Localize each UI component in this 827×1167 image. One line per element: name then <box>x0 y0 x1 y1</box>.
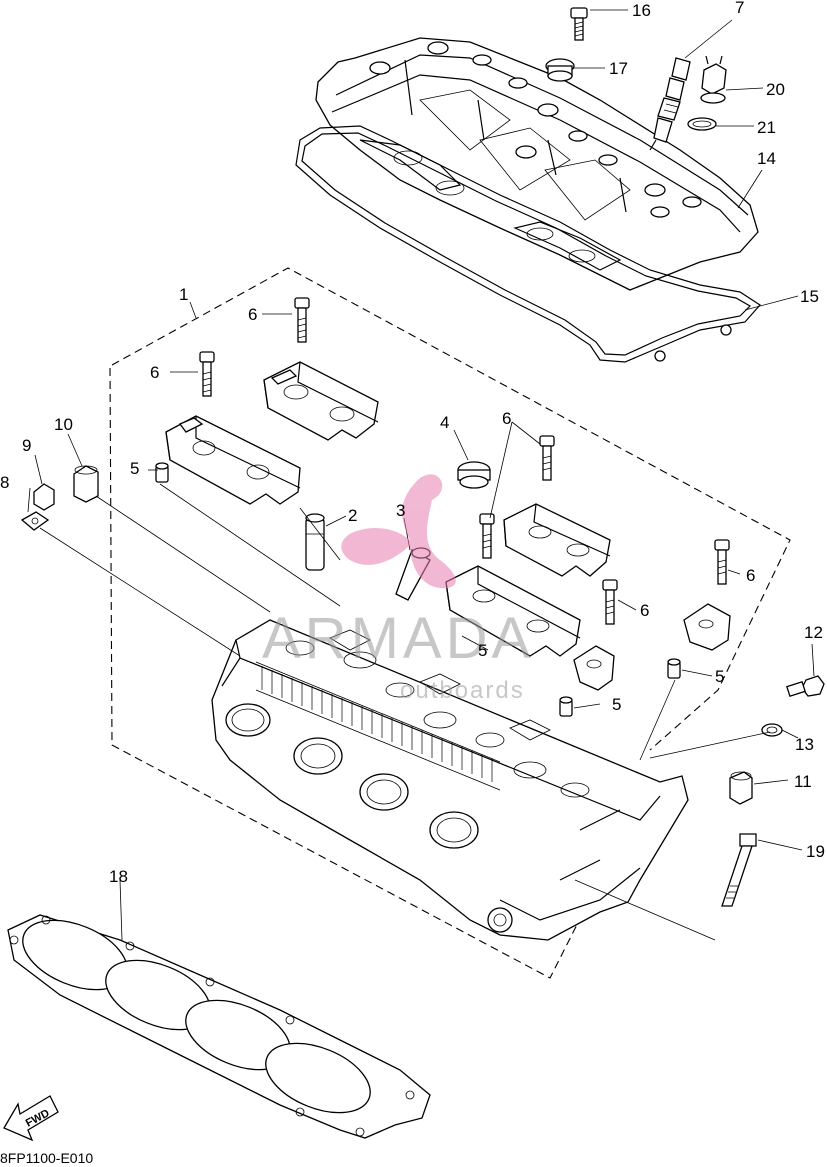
callout-11: 11 <box>794 772 812 791</box>
cap-bolt-6[interactable] <box>602 579 618 625</box>
callout-8: 8 <box>0 473 9 492</box>
callout-14: 14 <box>757 149 776 168</box>
camshaft-cap-intake[interactable] <box>503 503 611 577</box>
camshaft-cap-front[interactable] <box>165 415 301 505</box>
cylinder-head-gasket[interactable] <box>7 907 431 1139</box>
watermark-logo: ARMADA outboards <box>262 474 534 704</box>
head-cover-gasket[interactable] <box>295 125 761 363</box>
washer[interactable] <box>20 511 50 531</box>
cap-bolt-2[interactable] <box>199 351 215 397</box>
callout-20: 20 <box>766 80 785 99</box>
watermark-brand: ARMADA <box>262 606 534 671</box>
diagram-code: 8FP1100-E010 <box>0 1150 93 1166</box>
camshaft-cap-small-b[interactable] <box>683 603 731 651</box>
valve-guide[interactable] <box>305 513 325 571</box>
camshaft-cap-exhaust[interactable] <box>445 565 581 657</box>
gasket-ring[interactable] <box>761 723 783 737</box>
head-bolt[interactable] <box>721 833 757 907</box>
cap-bolt-1[interactable] <box>294 297 310 343</box>
callout-16: 16 <box>632 1 651 20</box>
head-cover[interactable] <box>315 37 759 291</box>
leader-lines <box>27 9 815 941</box>
callout-6c: 6 <box>502 409 511 428</box>
valve-cavities <box>285 629 590 798</box>
callout-5c: 5 <box>715 667 724 686</box>
breather-fitting[interactable] <box>700 55 727 104</box>
callout-6d: 6 <box>746 566 755 585</box>
callout-17: 17 <box>609 59 628 78</box>
callout-21: 21 <box>757 118 776 137</box>
o-ring[interactable] <box>687 117 717 131</box>
callout-19: 19 <box>806 842 825 861</box>
cylinder-head-assembly-outline <box>109 267 791 979</box>
union-bolt[interactable] <box>33 483 55 511</box>
callout-18: 18 <box>109 867 128 886</box>
cover-bolt[interactable] <box>570 7 588 41</box>
cap-bolt-4[interactable] <box>479 513 495 559</box>
callout-5b: 5 <box>478 641 487 660</box>
blind-plug[interactable] <box>457 461 491 489</box>
callout-6b: 6 <box>150 363 159 382</box>
callout-15: 15 <box>800 287 819 306</box>
callout-12: 12 <box>804 623 823 642</box>
camshaft-cap-small-a[interactable] <box>573 645 615 691</box>
cover-grommet[interactable] <box>545 58 575 82</box>
callout-2: 2 <box>348 506 357 525</box>
plug-bolt[interactable] <box>786 675 825 698</box>
cap-bolt-3[interactable] <box>539 435 555 481</box>
dowel-pin-3[interactable] <box>559 696 573 717</box>
watermark-tagline: outboards <box>400 677 525 704</box>
fwd-arrow: FWD <box>3 1095 59 1142</box>
callout-1: 1 <box>179 285 188 304</box>
callout-3: 3 <box>396 501 405 520</box>
collar[interactable] <box>73 465 99 503</box>
head-fin-hatching <box>255 661 501 791</box>
callout-6a: 6 <box>248 305 257 324</box>
callout-5a: 5 <box>130 459 139 478</box>
exhaust-ports <box>225 703 479 849</box>
callout-7: 7 <box>735 0 744 17</box>
spark-plug[interactable] <box>649 57 691 151</box>
dowel-pin-2[interactable] <box>667 658 681 679</box>
camshaft-cap-rear[interactable] <box>263 361 379 441</box>
dowel-collar[interactable] <box>729 771 753 805</box>
callout-10: 10 <box>54 415 73 434</box>
callout-13: 13 <box>795 735 814 754</box>
cap-bolt-5[interactable] <box>714 539 730 585</box>
watermark-propeller-icon <box>341 474 456 589</box>
cylinder-head[interactable] <box>211 619 689 941</box>
callout-6e: 6 <box>640 601 649 620</box>
callout-5d: 5 <box>612 695 621 714</box>
dowel-pin-1[interactable] <box>155 462 169 483</box>
callout-9: 9 <box>22 436 31 455</box>
callout-4: 4 <box>440 413 449 432</box>
